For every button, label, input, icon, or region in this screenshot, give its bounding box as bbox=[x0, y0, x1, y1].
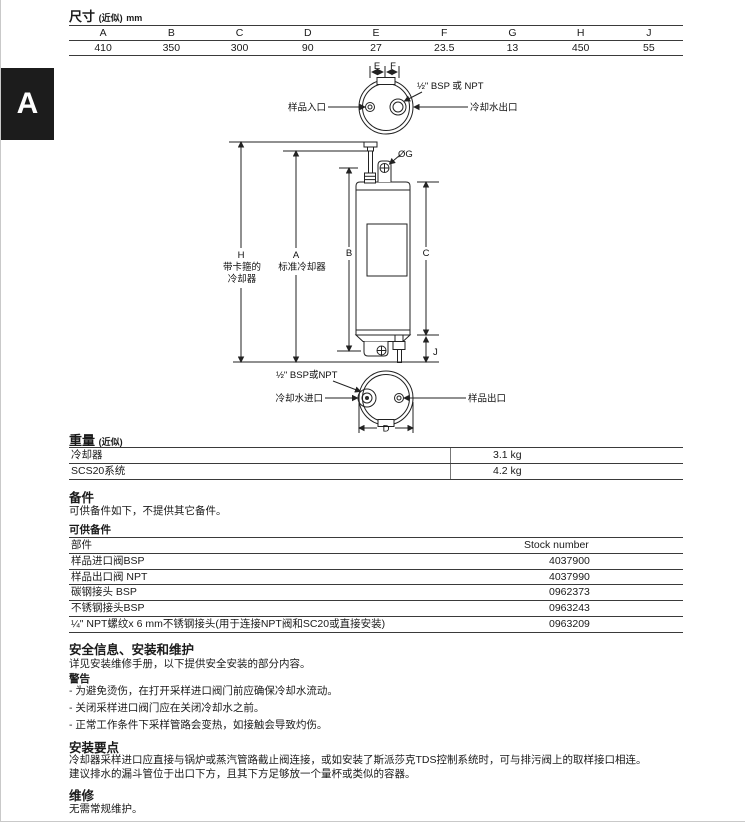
dim-header: B bbox=[167, 27, 175, 39]
section-tab-a: A bbox=[1, 68, 54, 140]
dim-value: 410 bbox=[94, 42, 112, 54]
table-row: 样品进口阀BSP 4037900 bbox=[69, 554, 683, 570]
weight-title-text: 重量 bbox=[69, 433, 96, 448]
dim-header: G bbox=[508, 27, 517, 39]
dim-value: 90 bbox=[301, 42, 314, 54]
cooler-technical-drawing: E F 样品入口 冷却水出口 ½" BSP 或 NPT bbox=[223, 61, 518, 435]
part-name: ¼" NPT螺纹x 6 mm不锈钢接头(用于连接NPT阀和SC20或直接安装) bbox=[71, 617, 386, 630]
warning-item: - 正常工作条件下采样管路会变热，如接触会导致灼伤。 bbox=[69, 719, 328, 731]
dim-header: J bbox=[646, 27, 652, 39]
stock-number: 0962373 bbox=[549, 586, 590, 599]
warning-item: - 关闭采样进口阀门应在关闭冷却水之前。 bbox=[69, 702, 265, 714]
dia-g-label: ØG bbox=[398, 149, 413, 160]
table-header-row: 部件 Stock number bbox=[69, 538, 683, 554]
table-row: 不锈钢接头BSP 0963243 bbox=[69, 601, 683, 617]
table-row: 样品出口阀 NPT 4037990 bbox=[69, 570, 683, 586]
maintenance-heading: 维修 bbox=[69, 789, 95, 803]
weight-title-approx: (近似) bbox=[98, 437, 123, 447]
table-row: 碳钢接头 BSP 0962373 bbox=[69, 585, 683, 602]
top-view: E F 样品入口 冷却水出口 ½" BSP 或 NPT bbox=[288, 61, 518, 135]
installation-heading: 安装要点 bbox=[69, 741, 120, 755]
part-name: 不锈钢接头BSP bbox=[71, 602, 145, 615]
dimensions-title-unit: mm bbox=[126, 13, 143, 23]
table-row: 冷却器 3.1 kg bbox=[69, 448, 683, 464]
part-name: 样品出口阀 NPT bbox=[71, 570, 148, 583]
dim-header: D bbox=[303, 27, 312, 39]
dim-f-label: F bbox=[390, 61, 396, 72]
warning-label: 警告 bbox=[69, 673, 90, 685]
dim-c-label: C bbox=[423, 248, 430, 259]
dim-header: F bbox=[440, 27, 448, 39]
weight-table: 冷却器 3.1 kg SCS20系统 4.2 kg bbox=[69, 447, 683, 480]
dim-value: 55 bbox=[643, 42, 655, 54]
dim-b-label: B bbox=[346, 248, 352, 259]
dimensions-table: A B C D E F G H J 410 350 300 90 27 23.5… bbox=[69, 25, 683, 56]
dimensions-header-row: A B C D E F G H J bbox=[69, 26, 683, 41]
cooling-water-outlet-label: 冷却水出口 bbox=[470, 102, 518, 114]
col-part-header: 部件 bbox=[71, 539, 92, 551]
table-row: ¼" NPT螺纹x 6 mm不锈钢接头(用于连接NPT阀和SC20或直接安装) … bbox=[69, 617, 683, 633]
side-view: ØG H 带卡箍的 冷却器 A 标准冷却器 B bbox=[223, 141, 439, 363]
thread-spec-bottom-label: ½" BSP或NPT bbox=[276, 369, 338, 381]
dim-header: E bbox=[372, 27, 380, 39]
sample-outlet-label: 样品出口 bbox=[468, 393, 506, 405]
weight-row-value: 4.2 kg bbox=[493, 465, 522, 477]
col-stock-header: Stock number bbox=[524, 539, 589, 551]
dim-header: C bbox=[235, 27, 244, 39]
dimensions-title-text: 尺寸 bbox=[69, 9, 96, 24]
dim-e-label: E bbox=[374, 61, 380, 72]
spares-table: 部件 Stock number 样品进口阀BSP 4037900 样品出口阀 N… bbox=[69, 537, 683, 633]
dim-h-caption-1: 带卡箍的 bbox=[223, 261, 261, 273]
dim-value: 27 bbox=[370, 42, 382, 54]
stock-number: 4037990 bbox=[549, 570, 590, 583]
cooling-water-inlet-label: 冷却水进口 bbox=[275, 393, 323, 405]
weight-row-label: 冷却器 bbox=[69, 448, 451, 463]
dim-a-label: A bbox=[293, 250, 300, 261]
dim-a-caption: 标准冷却器 bbox=[278, 261, 326, 273]
stock-number: 4037900 bbox=[549, 554, 590, 567]
dim-header: H bbox=[576, 27, 585, 39]
installation-line-2: 建议排水的漏斗管位于出口下方，且其下方足够放一个量杯或类似的容器。 bbox=[69, 768, 416, 780]
bottom-view: ½" BSP或NPT 冷却水进口 样品出口 D bbox=[275, 369, 506, 435]
dim-value: 450 bbox=[571, 42, 590, 54]
sample-inlet-label: 样品入口 bbox=[288, 102, 326, 114]
thread-spec-top-label: ½" BSP 或 NPT bbox=[417, 80, 484, 92]
spares-intro: 可供备件如下，不提供其它备件。 bbox=[69, 505, 227, 517]
dim-h-caption-2: 冷却器 bbox=[228, 273, 257, 285]
dim-h-label: H bbox=[238, 250, 245, 261]
spares-heading: 备件 bbox=[69, 491, 95, 505]
dimensions-value-row: 410 350 300 90 27 23.5 13 450 55 bbox=[69, 41, 683, 56]
dim-header: A bbox=[99, 27, 107, 39]
stock-number: 0963209 bbox=[549, 617, 590, 630]
dimensions-title-approx: (近似) bbox=[98, 13, 123, 23]
dim-value: 13 bbox=[506, 42, 519, 54]
stock-number: 0963243 bbox=[549, 602, 590, 615]
part-name: 样品进口阀BSP bbox=[71, 554, 145, 567]
maintenance-text: 无需常规维护。 bbox=[69, 803, 143, 815]
installation-line-1: 冷却器采样进口应直接与锅炉或蒸汽管路截止阀连接，或如安装了斯派莎克TDS控制系统… bbox=[69, 754, 647, 766]
weight-row-value: 3.1 kg bbox=[493, 449, 522, 461]
dim-d-label: D bbox=[383, 424, 390, 435]
weight-title: 重量 (近似) bbox=[69, 430, 123, 449]
spares-table-title: 可供备件 bbox=[69, 524, 111, 536]
weight-row-label: SCS20系统 bbox=[69, 464, 451, 479]
dimensions-title: 尺寸 (近似) mm bbox=[69, 6, 142, 25]
safety-heading: 安全信息、安装和维护 bbox=[69, 643, 195, 657]
dim-value: 23.5 bbox=[433, 42, 455, 54]
part-name: 碳钢接头 BSP bbox=[71, 586, 137, 599]
warning-item: - 为避免烫伤，在打开采样进口阀门前应确保冷却水流动。 bbox=[69, 685, 338, 697]
table-row: SCS20系统 4.2 kg bbox=[69, 464, 683, 480]
safety-intro: 详见安装维修手册，以下提供安全安装的部分内容。 bbox=[69, 658, 311, 670]
dim-j-label: J bbox=[433, 347, 438, 358]
dim-value: 300 bbox=[230, 42, 249, 54]
dim-value: 350 bbox=[162, 42, 181, 54]
